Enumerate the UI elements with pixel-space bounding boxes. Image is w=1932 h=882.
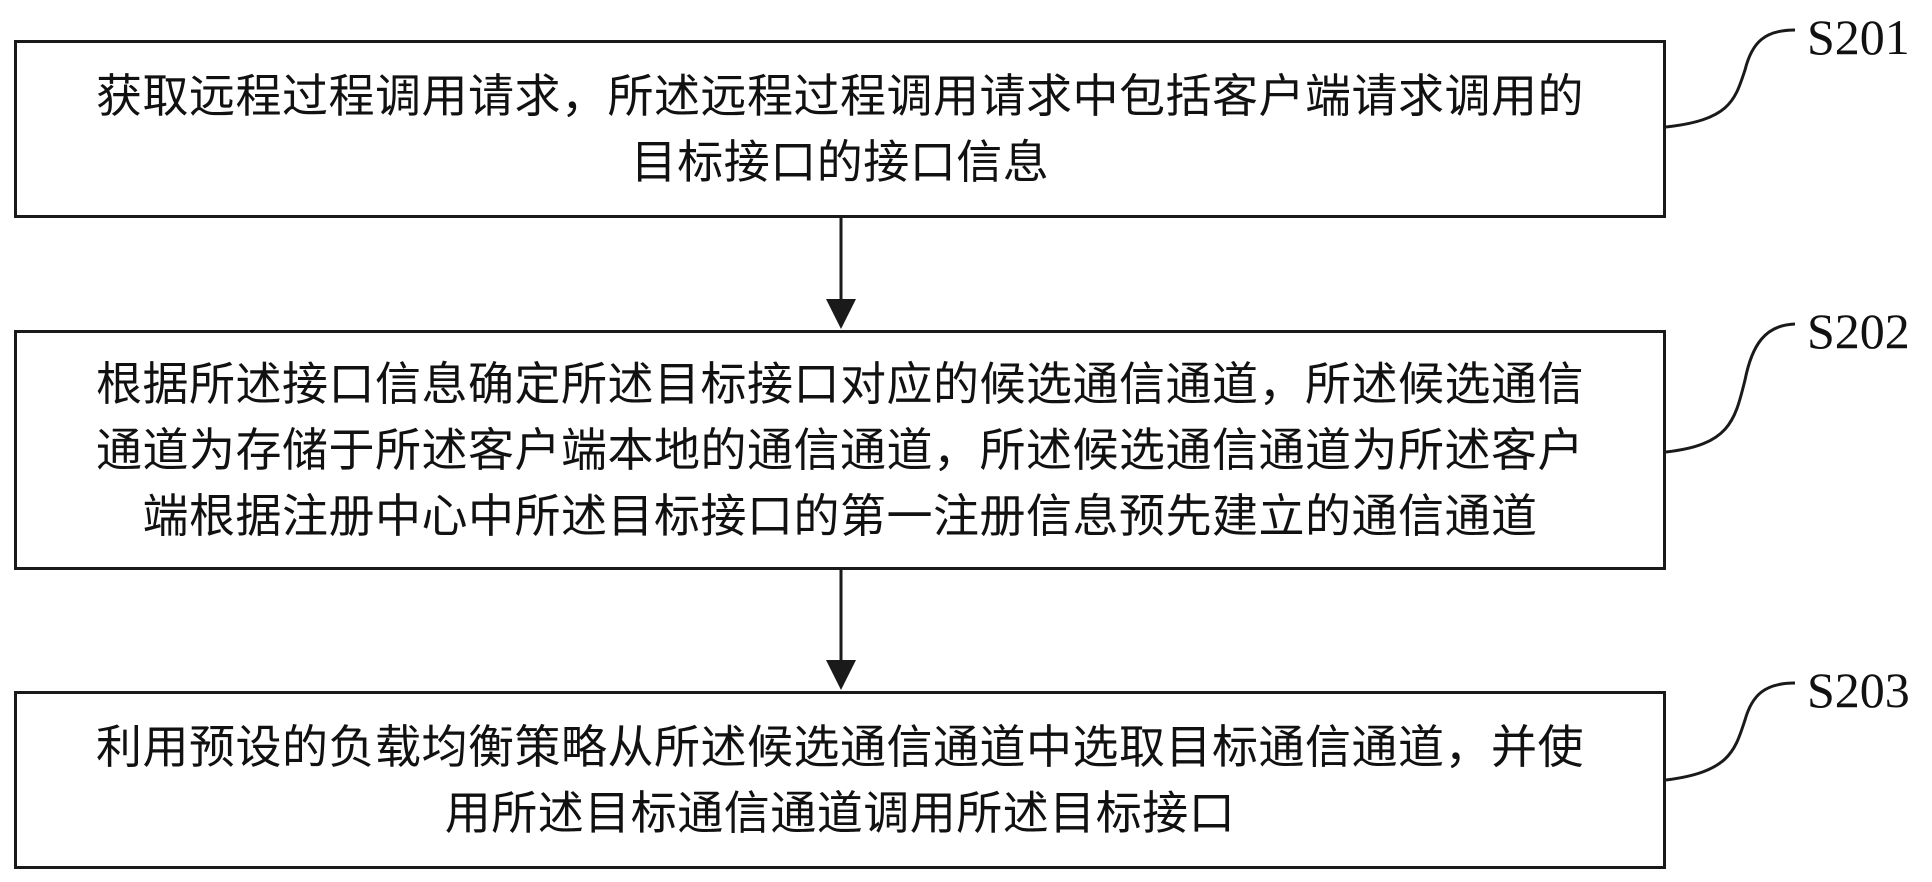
leader-curve-s202 xyxy=(1665,322,1796,454)
step-s201-line-1: 获取远程过程调用请求，所述远程过程调用请求中包括客户端请求调用的 xyxy=(96,69,1584,123)
step-s203-line-2: 用所述目标通信通道调用所述目标接口 xyxy=(444,786,1236,840)
step-label-s203: S203 xyxy=(1807,662,1910,718)
leader-curve-s203 xyxy=(1665,681,1796,782)
step-box-s202: 根据所述接口信息确定所述目标接口对应的候选通信通道，所述候选通信 通道为存储于所… xyxy=(14,330,1666,570)
step-s202-line-1: 根据所述接口信息确定所述目标接口对应的候选通信通道，所述候选通信 xyxy=(96,357,1584,411)
step-s203-line-1: 利用预设的负载均衡策略从所述候选通信通道中选取目标通信通道，并使 xyxy=(96,720,1584,774)
step-s202-line-2: 通道为存储于所述客户端本地的通信通道，所述候选通信通道为所述客户 xyxy=(96,423,1584,477)
step-s202-line-3: 端根据注册中心中所述目标接口的第一注册信息预先建立的通信通道 xyxy=(142,489,1538,543)
step-label-s202: S202 xyxy=(1807,303,1910,359)
step-box-s203: 利用预设的负载均衡策略从所述候选通信通道中选取目标通信通道，并使 用所述目标通信… xyxy=(14,691,1666,869)
step-label-s201: S201 xyxy=(1807,9,1910,65)
step-box-s201: 获取远程过程调用请求，所述远程过程调用请求中包括客户端请求调用的 目标接口的接口… xyxy=(14,40,1666,218)
leader-curve-s201 xyxy=(1665,28,1796,129)
step-s201-line-2: 目标接口的接口信息 xyxy=(630,135,1050,189)
